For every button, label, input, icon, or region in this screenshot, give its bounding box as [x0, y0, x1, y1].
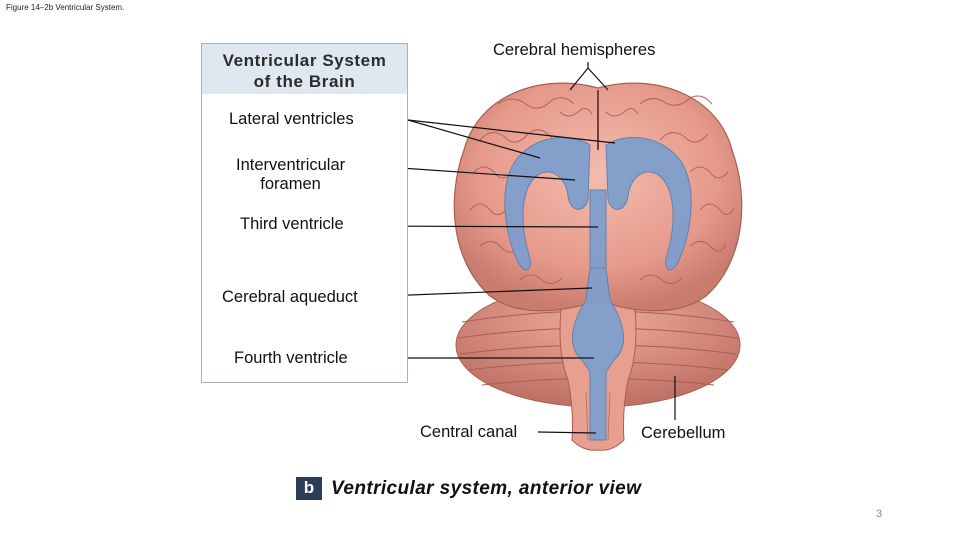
label-cerebral-hemispheres: Cerebral hemispheres [493, 41, 656, 60]
panel-title: Ventricular System of the Brain [222, 51, 387, 91]
ventricle-system [504, 136, 692, 441]
figure-caption: Figure 14–2b Ventricular System. [6, 3, 125, 12]
ventricular-system-panel: Ventricular System of the Brain [201, 43, 408, 383]
label-cerebellum: Cerebellum [641, 424, 726, 443]
label-lateral-ventricles: Lateral ventricles [229, 110, 354, 129]
label-interventricular-foramen: Interventricular foramen [236, 156, 346, 193]
label-central-canal: Central canal [420, 423, 518, 442]
panel-header: Ventricular System of the Brain [202, 44, 407, 94]
label-cerebral-aqueduct: Cerebral aqueduct [222, 288, 358, 307]
label-fourth-ventricle: Fourth ventricle [234, 349, 348, 368]
page-number: 3 [876, 508, 883, 520]
figure-view-title: Ventricular system, anterior view [331, 478, 642, 499]
figure-panel-letter: b [296, 477, 322, 500]
label-third-ventricle: Third ventricle [240, 215, 344, 234]
